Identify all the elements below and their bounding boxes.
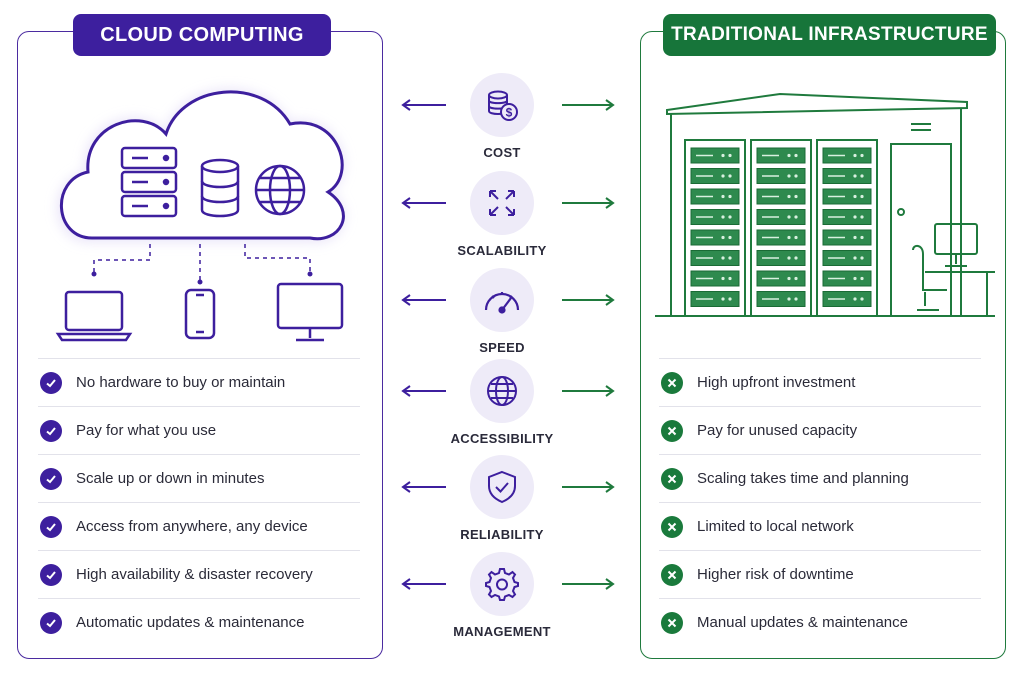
arrow-left-icon — [401, 99, 446, 111]
check-icon — [40, 515, 62, 538]
arrow-left-icon — [401, 294, 446, 306]
speedometer-icon — [470, 268, 534, 332]
list-item-label: Higher risk of downtime — [697, 566, 854, 583]
database-dollar-icon: $ — [470, 73, 534, 137]
arrow-right-icon — [562, 294, 615, 306]
server-icon — [120, 146, 178, 218]
arrow-left-icon — [401, 578, 446, 590]
desk-workstation-icon — [912, 223, 995, 316]
factor-cost: $ COST — [400, 73, 616, 163]
x-icon — [661, 419, 683, 442]
list-item: Scale up or down in minutes — [38, 454, 360, 502]
globe-icon — [470, 359, 534, 423]
factor-label: COST — [483, 145, 521, 160]
factor-speed: SPEED — [400, 268, 616, 358]
shield-check-icon — [470, 455, 534, 519]
laptop-icon — [55, 290, 133, 342]
traditional-drawbacks-list: High upfront investment Pay for unused c… — [659, 358, 981, 646]
factor-accessibility: ACCESSIBILITY — [400, 359, 616, 449]
arrow-left-icon — [401, 481, 446, 493]
list-item: Automatic updates & maintenance — [38, 598, 360, 646]
list-item-label: Scale up or down in minutes — [76, 470, 265, 487]
list-item: Pay for unused capacity — [659, 406, 981, 454]
x-icon — [661, 563, 683, 586]
factor-management: MANAGEMENT — [400, 552, 616, 642]
arrow-left-icon — [401, 197, 446, 209]
svg-text:$: $ — [506, 106, 513, 120]
list-item: Manual updates & maintenance — [659, 598, 981, 646]
check-icon — [40, 467, 62, 490]
x-icon — [661, 371, 683, 394]
check-icon — [40, 563, 62, 586]
list-item: Higher risk of downtime — [659, 550, 981, 598]
list-item: No hardware to buy or maintain — [38, 358, 360, 406]
list-item: Limited to local network — [659, 502, 981, 550]
list-item: Access from anywhere, any device — [38, 502, 360, 550]
list-item: High availability & disaster recovery — [38, 550, 360, 598]
arrow-right-icon — [562, 481, 615, 493]
list-item-label: Scaling takes time and planning — [697, 470, 909, 487]
factor-scalability: SCALABILITY — [400, 171, 616, 261]
arrow-left-icon — [401, 385, 446, 397]
list-item: Pay for what you use — [38, 406, 360, 454]
factor-reliability: RELIABILITY — [400, 455, 616, 545]
factor-label: MANAGEMENT — [453, 624, 551, 639]
check-icon — [40, 611, 62, 634]
x-icon — [661, 611, 683, 634]
list-item-label: No hardware to buy or maintain — [76, 374, 286, 391]
gear-icon — [470, 552, 534, 616]
database-icon — [200, 158, 240, 218]
list-item-label: Limited to local network — [697, 518, 854, 535]
phone-icon — [184, 288, 216, 340]
list-item: Scaling takes time and planning — [659, 454, 981, 502]
expand-arrows-icon — [470, 171, 534, 235]
factor-label: ACCESSIBILITY — [450, 431, 554, 446]
arrow-right-icon — [562, 578, 615, 590]
door-icon — [890, 143, 952, 317]
list-item-label: Pay for what you use — [76, 422, 217, 439]
arrow-right-icon — [562, 385, 615, 397]
list-item-label: Automatic updates & maintenance — [76, 614, 305, 631]
list-item-label: Access from anywhere, any device — [76, 518, 308, 535]
monitor-icon — [276, 282, 344, 342]
traditional-panel-title: TRADITIONAL INFRASTRUCTURE — [663, 14, 996, 56]
x-icon — [661, 515, 683, 538]
check-icon — [40, 371, 62, 394]
list-item: High upfront investment — [659, 358, 981, 406]
list-item-label: Manual updates & maintenance — [697, 614, 908, 631]
factor-label: SPEED — [479, 340, 525, 355]
server-rack-icon — [684, 139, 878, 317]
arrow-right-icon — [562, 99, 615, 111]
x-icon — [661, 467, 683, 490]
check-icon — [40, 419, 62, 442]
list-item-label: High upfront investment — [697, 374, 856, 391]
factor-label: SCALABILITY — [457, 243, 547, 258]
cloud-benefits-list: No hardware to buy or maintain Pay for w… — [38, 358, 360, 646]
list-item-label: Pay for unused capacity — [697, 422, 858, 439]
list-item-label: High availability & disaster recovery — [76, 566, 313, 583]
factor-label: RELIABILITY — [460, 527, 544, 542]
globe-icon — [254, 164, 306, 216]
cloud-illustration — [55, 89, 345, 342]
datacenter-illustration — [655, 92, 995, 317]
cloud-panel-title: CLOUD COMPUTING — [73, 14, 331, 56]
arrow-right-icon — [562, 197, 615, 209]
